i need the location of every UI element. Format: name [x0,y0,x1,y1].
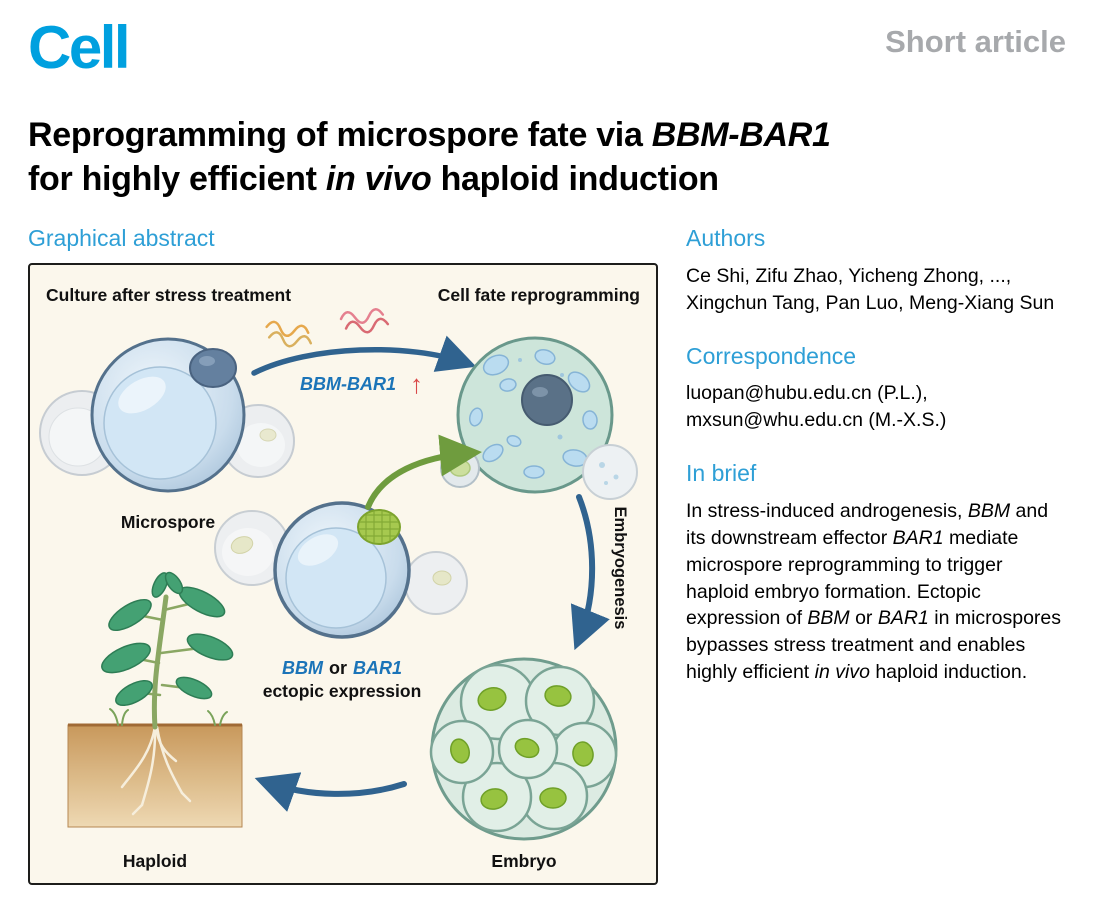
gene-bbm: BBM [967,499,1011,522]
in-brief-heading: In brief [686,460,757,487]
graphical-abstract-svg: Culture after stress treatment Cell fate… [39,285,640,871]
label-embryogenesis: Embryogenesis [611,507,629,630]
haploid-plant-illustration [67,571,243,828]
microspore-cells-illustration [39,337,295,493]
label-embryo: Embryo [491,851,556,871]
title-in-vivo: in vivo [325,160,432,199]
reprogrammed-cell-illustration [440,336,638,500]
label-cell-fate-reprogramming: Cell fate reprogramming [438,285,640,305]
rna-squiggle-orange-icon [265,320,313,348]
red-up-arrow-icon: ↑ [410,369,423,399]
authors-line-1: Ce Shi, Zifu Zhao, Yicheng Zhong, ..., [686,264,1012,287]
title-segment: for highly efficient [28,160,326,199]
label-haploid: Haploid [123,851,187,871]
label-bbm-bar1: BBM-BAR1 [300,374,396,394]
cell-journal-logo: Cell [28,14,131,81]
in-brief-text: In stress-induced androgenesis, BBM and … [686,499,1062,684]
correspondence-block: luopan@hubu.edu.cn (P.L.), mxsun@whu.edu… [686,380,1066,434]
label-ectopic-expression: ectopic expression [263,681,422,701]
label-culture-after-stress: Culture after stress treatment [46,285,291,305]
in-vivo-term: in vivo [814,661,870,684]
correspondence-email-1[interactable]: luopan@hubu.edu.cn (P.L.), [686,382,928,405]
embryo-illustration [429,657,618,841]
title-segment: Reprogramming of microspore fate via [28,116,652,154]
article-title: Reprogramming of microspore fate via BBM… [28,113,1066,201]
label-microspore: Microspore [121,512,216,532]
authors-heading: Authors [686,225,766,252]
rna-squiggle-pink-icon [339,308,390,334]
correspondence-heading: Correspondence [686,342,857,369]
embryogenesis-arrow [570,493,610,651]
article-type-label: Short article [885,24,1066,59]
gene-bar1: BAR1 [892,526,944,549]
masthead: Cell Short article [28,16,1066,79]
authors-line-2: Xingchun Tang, Pan Luo, Meng-Xiang Sun [686,291,1055,314]
graphical-abstract-column: Graphical abstract [28,225,660,885]
correspondence-email-2[interactable]: mxsun@whu.edu.cn (M.-X.S.) [686,409,947,432]
gene-bar1-2: BAR1 [877,607,929,630]
sidebar-column: Authors Ce Shi, Zifu Zhao, Yicheng Zhong… [686,225,1066,885]
content-columns: Graphical abstract [28,225,1066,885]
reprogramming-arrow [251,335,477,376]
title-segment: haploid induction [431,160,720,199]
ectopic-expression-cell-illustration [214,501,468,639]
gene-bbm-2: BBM [807,607,850,630]
embryo-to-haploid-arrow [254,772,407,812]
authors-list: Ce Shi, Zifu Zhao, Yicheng Zhong, ..., X… [686,263,1066,317]
graphical-abstract-figure: Culture after stress treatment Cell fate… [28,262,658,885]
graphical-abstract-heading: Graphical abstract [28,225,215,252]
ectopic-to-reprogrammed-arrow [365,434,482,510]
title-gene-name: BBM-BAR1 [651,116,831,154]
